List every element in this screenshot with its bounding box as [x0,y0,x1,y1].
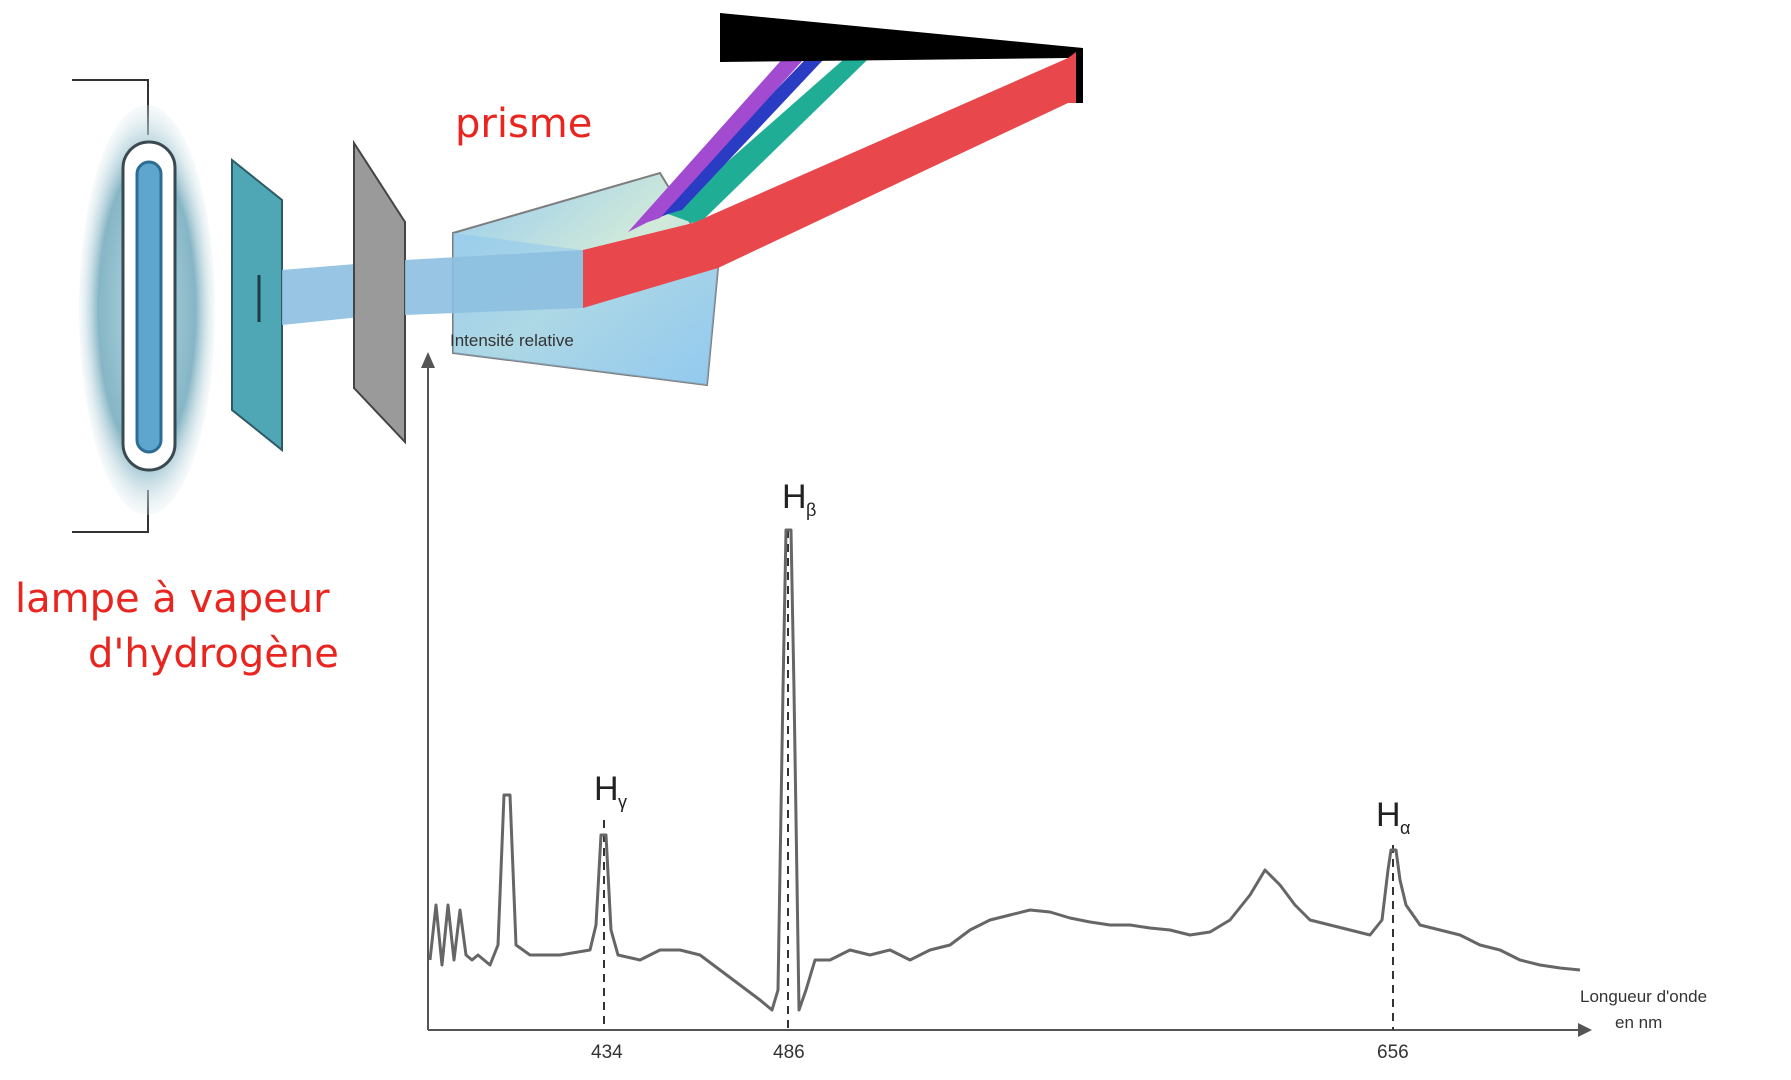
y-axis-label: Intensité relative [450,331,574,350]
hydrogen-lamp-icon [72,79,215,533]
x-tick-434: 434 [591,1042,623,1063]
spectrum-chart: Intensité relative Longueur d'onde en nm… [421,331,1707,1063]
projection-screen-icon [720,13,1083,103]
h-gamma-main: H [594,770,619,808]
projection-screen [720,13,1083,103]
x-tick-486: 486 [773,1042,805,1063]
h-alpha-main: H [1376,796,1401,834]
peak-label-h-beta: H β [782,478,816,520]
peak-label-h-alpha: H α [1376,796,1410,838]
h-beta-main: H [782,478,807,516]
beam-red [583,58,1068,308]
dispersed-beams [583,26,1068,308]
lamp-label-line2: d'hydrogène [88,631,339,677]
h-beta-sub: β [806,500,816,520]
lamp-tube-inner [135,160,163,454]
lamp-label-line1: lampe à vapeur [15,576,330,622]
h-gamma-sub: γ [618,792,627,812]
beam-cyan [668,30,898,223]
x-axis-label-line2: en nm [1615,1013,1662,1032]
h-alpha-sub: α [1400,818,1410,838]
screen-red-band [1068,52,1076,103]
slit-plate-icon [231,157,283,453]
spectrum-curve [428,528,1581,1012]
aperture-screen [353,139,406,445]
peak-label-h-gamma: H γ [594,770,627,812]
beam-violet [628,28,832,232]
aperture-screen-icon [353,139,406,445]
x-tick-656: 656 [1377,1042,1409,1063]
y-axis-arrow [421,352,435,368]
prism-label: prisme [455,101,592,147]
x-axis-arrow [1578,1023,1592,1037]
light-beam-2 [405,250,583,315]
slit-plate [231,157,283,453]
x-axis-label-line1: Longueur d'onde [1580,987,1707,1006]
